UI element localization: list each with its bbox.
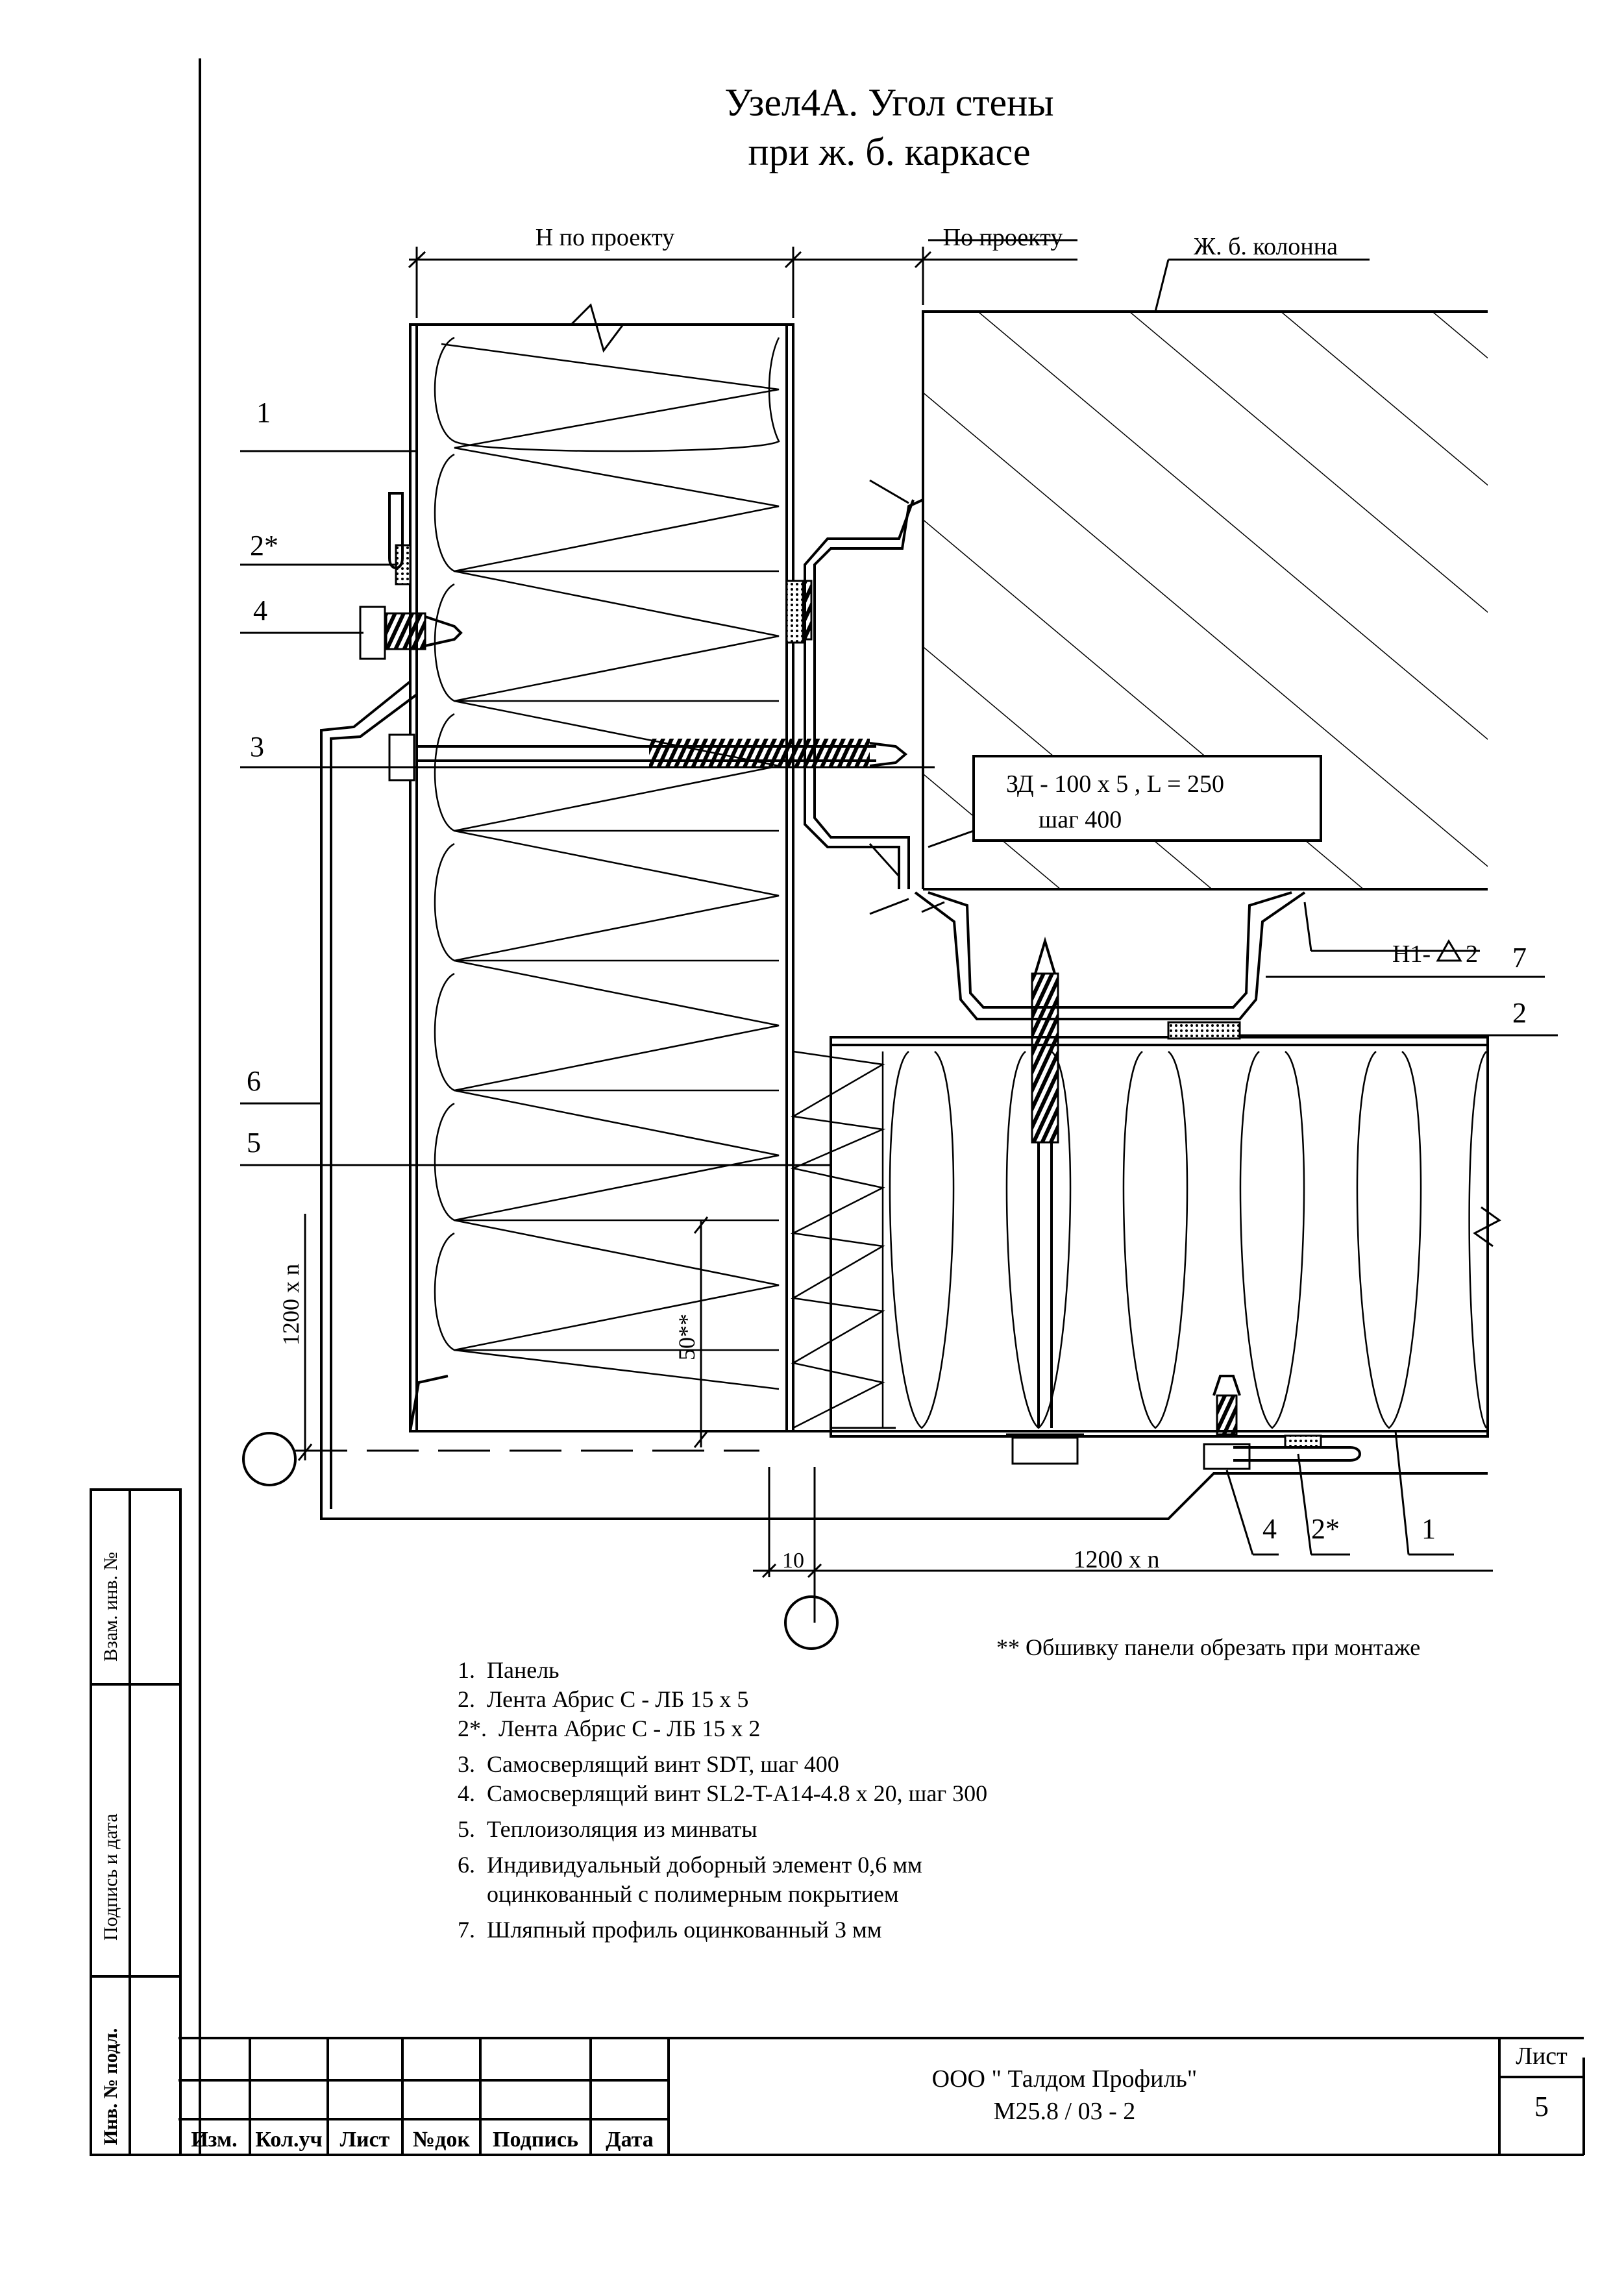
legend-item-4: 4. Самосверлящий винт SL2-T-A14-4.8 х 20… [458, 1780, 987, 1806]
mineral-wool [790, 1050, 886, 1429]
callout-bottom-2-star: 2* [1311, 1513, 1340, 1545]
z-bracket [787, 498, 924, 889]
page-frame [178, 58, 1585, 2156]
dim-h-by-project: Н по проекту [535, 224, 675, 251]
cut-note: ** Обшивку панели обрезать при монтаже [996, 1634, 1420, 1660]
label-rc-column: Ж. б. колонна [1194, 233, 1338, 260]
legend-item-3: 3. Самосверлящий винт SDT, шаг 400 [458, 1751, 839, 1777]
stamp-orig-inv: Инв. № подл. [100, 2028, 121, 2145]
screw-sl2-upper [359, 606, 463, 660]
top-dimensions [408, 239, 1370, 318]
panel-bottom-corner [409, 1370, 896, 1432]
legend-item-1: 1. Панель [458, 1657, 560, 1683]
callout-1: 1 [256, 397, 271, 428]
callout-bottom-1: 1 [1421, 1513, 1436, 1545]
stamp-replace-inv: Взам. инв. № [100, 1552, 121, 1662]
callout-2: 2 [1512, 997, 1527, 1029]
callout-7: 7 [1512, 942, 1527, 974]
dim-cut: 50** [674, 1314, 700, 1360]
callouts: 1 2* 4 3 7 2 6 5 4 2* 1 [247, 397, 1527, 1545]
legend-item-6a: 6. Индивидуальный доборный элемент 0,6 м… [458, 1852, 922, 1878]
hat-profile [914, 891, 1306, 1020]
legend-item-2: 2. Лента Абрис С - ЛБ 15 х 5 [458, 1686, 748, 1712]
title-block-headers: Изм. Кол.уч Лист №док Подпись Дата [191, 2128, 653, 2152]
weld-size: 2 [1466, 940, 1478, 968]
callout-6: 6 [247, 1065, 261, 1097]
header-change: Изм. [191, 2128, 237, 2152]
stamp-signature-date: Подпись и дата [100, 1813, 121, 1941]
title-block [178, 2037, 1584, 2155]
embed-plate-spec: ЗД - 100 х 5 , L = 250 [1006, 770, 1224, 798]
header-date: Дата [606, 2128, 654, 2152]
legend-item-2-star: 2*. Лента Абрис С - ЛБ 15 х 2 [458, 1715, 760, 1741]
embed-plate-step: шаг 400 [1039, 806, 1122, 833]
drawing-title-line1: Узел4А. Угол стены [724, 81, 1053, 124]
flashing-element [320, 680, 1488, 1520]
dim-by-project: По проекту [943, 224, 1063, 251]
screw-sl2-lower [1203, 1375, 1251, 1470]
sheet-number: 5 [1534, 2091, 1549, 2122]
sheet-label: Лист [1516, 2043, 1568, 2070]
header-sheet: Лист [340, 2128, 390, 2152]
weld-symbol [868, 479, 1462, 962]
callout-4: 4 [253, 595, 267, 626]
dim-span-bottom: 1200 х n [1074, 1546, 1160, 1573]
callout-5: 5 [247, 1127, 261, 1159]
callout-3: 3 [250, 731, 264, 763]
company-name: ООО " Талдом Профиль" [932, 2065, 1198, 2093]
side-stamp: Взам. инв. № Подпись и дата Инв. № подл. [90, 1488, 182, 2156]
embed-plate-label: ЗД - 100 х 5 , L = 250 шаг 400 [928, 755, 1322, 848]
screw-sdt [388, 733, 908, 781]
document-code: М25.8 / 03 - 2 [994, 2098, 1136, 2125]
header-doc: №док [413, 2128, 470, 2152]
callout-bottom-4: 4 [1262, 1513, 1277, 1545]
header-qty: Кол.уч [255, 2128, 322, 2152]
header-signature: Подпись [493, 2128, 578, 2152]
weld-label: Н1- [1392, 940, 1431, 968]
horizontal-panel [830, 1036, 1501, 1438]
dim-gap: 10 [782, 1549, 804, 1573]
vertical-panel [409, 303, 794, 1432]
legend: 1. Панель 2. Лента Абрис С - ЛБ 15 х 5 2… [458, 1657, 987, 1943]
callout-2-star: 2* [250, 530, 278, 561]
screw-sdt-vertical [1006, 937, 1084, 1465]
legend-item-7: 7. Шляпный профиль оцинкованный 3 мм [458, 1917, 882, 1943]
leader-lines [240, 450, 1558, 1556]
axis-and-dimension-lines [242, 1214, 1493, 1650]
legend-item-5: 5. Теплоизоляция из минваты [458, 1816, 757, 1842]
legend-item-6b: оцинкованный с полимерным покрытием [458, 1881, 899, 1907]
sealing-tapes [388, 492, 1361, 1462]
dim-span-left: 1200 х n [278, 1264, 304, 1346]
drawing-title-line2: при ж. б. каркасе [748, 130, 1031, 173]
